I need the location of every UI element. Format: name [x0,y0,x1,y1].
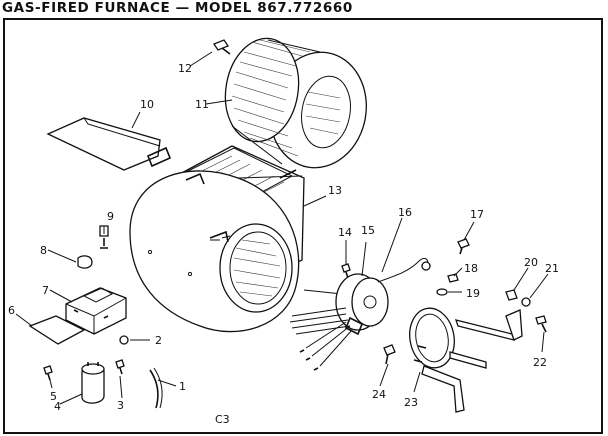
callout-13: 13 [328,184,342,197]
mounting-strap-part-1 [149,367,163,409]
callout-3: 3 [117,399,124,412]
screw-part-14 [341,263,351,279]
callout-18: 18 [464,262,478,275]
diagram-frame [3,18,603,434]
nut-part-18 [447,273,459,283]
callout-17: 17 [470,208,484,221]
washer-part-19 [436,288,448,296]
callout-9: 9 [107,210,114,223]
screw-part-22 [535,315,547,333]
callout-2: 2 [155,334,162,347]
callout-15: 15 [361,224,375,237]
cover-plate-part-10 [46,117,172,171]
wire-lead-part-16 [377,257,431,283]
callout-23: 23 [404,396,418,409]
screw-part-3 [115,359,125,375]
callout-22: 22 [533,356,547,369]
callout-20: 20 [524,256,538,269]
capacitor-part-4 [81,362,105,404]
callout-4: 4 [54,400,61,413]
blower-housing-part-13 [129,145,305,333]
blower-wheel-part-11 [224,37,367,169]
callout-16: 16 [398,206,412,219]
callout-1: 1 [179,380,186,393]
bolt-part-20 [505,289,518,301]
callout-labels: 1 2 3 4 5 6 7 8 9 10 11 12 13 14 15 16 1… [8,62,559,426]
callout-12: 12 [178,62,192,75]
callout-8: 8 [40,244,47,257]
screw-part-17 [457,238,470,255]
callout-14: 14 [338,226,352,239]
screw-part-12 [213,39,231,55]
figure-code: C3 [215,413,230,426]
callout-21: 21 [545,262,559,275]
screw-part-24 [383,344,396,365]
leader-lines [15,51,549,405]
callout-19: 19 [466,287,480,300]
callout-7: 7 [42,284,49,297]
callout-24: 24 [372,388,386,401]
motor-mount-part-23 [409,307,523,413]
callout-10: 10 [140,98,154,111]
callout-6: 6 [8,304,15,317]
grommet-part-2 [119,335,129,345]
screw-part-5 [43,365,53,381]
callout-11: 11 [195,98,209,111]
label-plate-part-6 [28,315,86,345]
capacitor-bracket-part-7 [65,287,127,335]
blower-motor-part-15 [289,273,389,371]
diagram-title: GAS-FIRED FURNACE — MODEL 867.772660 [2,0,353,16]
callout-5: 5 [50,390,57,403]
bushing-part-21 [521,297,531,307]
clip-part-8 [77,255,93,269]
